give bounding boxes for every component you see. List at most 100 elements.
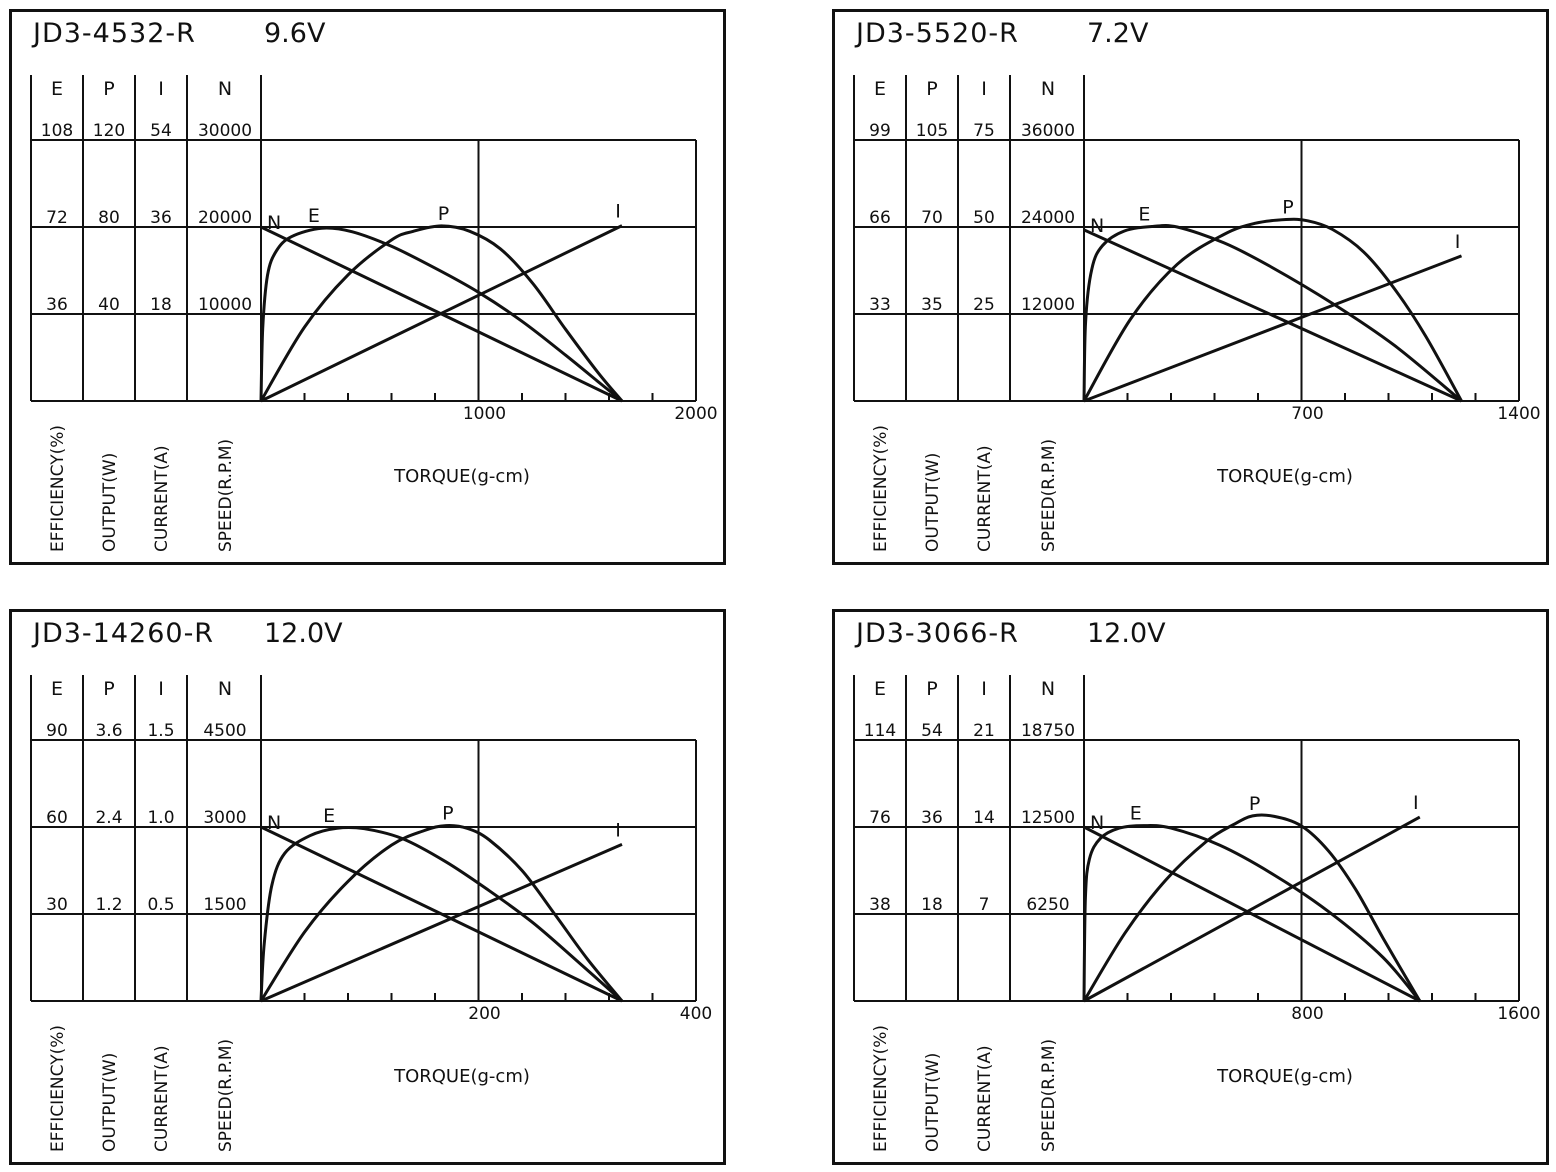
series-e-curve [259, 825, 624, 1003]
voltage-label: 9.6V [264, 18, 326, 49]
y-tick-label-i: 25 [973, 295, 995, 315]
axis-label-e: EFFICIENCY(%) [871, 1025, 891, 1152]
axis-label-i: CURRENT(A) [152, 445, 172, 552]
y-tick-label-e: 66 [869, 208, 891, 228]
column-header-p: P [926, 78, 937, 100]
axis-label-p: OUTPUT(W) [100, 453, 120, 552]
chart-title: JD3-3066-R [854, 618, 1019, 649]
column-header-n: N [218, 678, 232, 700]
column-header-i: I [158, 78, 164, 100]
y-tick-label-p: 105 [916, 121, 948, 141]
series-n-curve [1083, 825, 1421, 1003]
y-tick-label-e: 90 [46, 721, 68, 741]
series-label-p: P [1249, 793, 1260, 815]
y-tick-label-e: 30 [46, 895, 68, 915]
y-tick-label-n: 30000 [198, 121, 252, 141]
y-tick-label-i: 14 [973, 808, 995, 828]
series-label-n: N [1090, 812, 1104, 834]
chart-frame [9, 9, 726, 565]
y-tick-label-e: 72 [46, 208, 68, 228]
y-tick-label-e: 108 [41, 121, 73, 141]
column-header-e: E [51, 678, 63, 700]
y-tick-label-i: 7 [979, 895, 990, 915]
axis-label-n: SPEED(R.P.M) [1039, 439, 1059, 552]
x-tick-label: 800 [1291, 1004, 1323, 1024]
y-tick-label-p: 80 [98, 208, 120, 228]
y-tick-label-n: 3000 [203, 808, 246, 828]
series-p-curve [259, 224, 624, 402]
series-label-e: E [1130, 803, 1142, 825]
series-e-curve [259, 226, 623, 403]
y-tick-label-p: 18 [921, 895, 943, 915]
y-tick-label-i: 54 [150, 121, 172, 141]
chart-frame [9, 609, 726, 1165]
series-i-curve [1083, 815, 1421, 1003]
y-tick-label-i: 75 [973, 121, 995, 141]
x-tick-label: 400 [680, 1004, 712, 1024]
column-header-i: I [981, 78, 987, 100]
x-tick-label: 1600 [1497, 1004, 1540, 1024]
series-label-i: I [1455, 231, 1461, 253]
x-axis-label: TORQUE(g-cm) [393, 1066, 530, 1087]
axis-label-p: OUTPUT(W) [923, 453, 943, 552]
series-label-p: P [442, 803, 453, 825]
y-tick-label-i: 1.5 [147, 721, 174, 741]
x-axis-label: TORQUE(g-cm) [1216, 1066, 1353, 1087]
axis-label-i: CURRENT(A) [975, 445, 995, 552]
x-tick-label: 1400 [1497, 404, 1540, 424]
column-header-p: P [926, 678, 937, 700]
column-header-n: N [1041, 678, 1055, 700]
y-tick-label-n: 12500 [1021, 808, 1075, 828]
series-label-p: P [1282, 197, 1293, 219]
column-header-n: N [218, 78, 232, 100]
series-label-n: N [267, 212, 281, 234]
chart-frame [832, 9, 1549, 565]
column-header-n: N [1041, 78, 1055, 100]
series-i-curve [260, 224, 623, 403]
y-tick-label-e: 76 [869, 808, 891, 828]
axis-label-i: CURRENT(A) [152, 1045, 172, 1152]
voltage-label: 12.0V [264, 618, 343, 649]
y-tick-label-n: 1500 [203, 895, 246, 915]
column-header-p: P [103, 78, 114, 100]
y-tick-label-n: 36000 [1021, 121, 1075, 141]
y-tick-label-n: 20000 [198, 208, 252, 228]
x-tick-label: 700 [1291, 404, 1323, 424]
series-i-curve [1083, 254, 1463, 403]
voltage-label: 12.0V [1087, 618, 1166, 649]
y-tick-label-p: 3.6 [95, 721, 122, 741]
y-tick-label-i: 50 [973, 208, 995, 228]
series-label-n: N [1090, 215, 1104, 237]
y-tick-label-p: 120 [93, 121, 125, 141]
x-axis-label: TORQUE(g-cm) [393, 466, 530, 487]
y-tick-label-e: 36 [46, 295, 68, 315]
y-tick-label-n: 24000 [1021, 208, 1075, 228]
x-tick-label: 2000 [674, 404, 717, 424]
voltage-label: 7.2V [1087, 18, 1149, 49]
chart-title: JD3-4532-R [31, 18, 196, 49]
series-label-n: N [267, 812, 281, 834]
y-tick-label-e: 114 [864, 721, 896, 741]
y-tick-label-p: 54 [921, 721, 943, 741]
axis-label-e: EFFICIENCY(%) [871, 425, 891, 552]
y-tick-label-e: 38 [869, 895, 891, 915]
y-tick-label-e: 33 [869, 295, 891, 315]
y-tick-label-e: 60 [46, 808, 68, 828]
y-tick-label-i: 0.5 [147, 895, 174, 915]
y-tick-label-p: 2.4 [95, 808, 122, 828]
column-header-e: E [874, 678, 886, 700]
y-tick-label-n: 12000 [1021, 295, 1075, 315]
column-header-i: I [158, 678, 164, 700]
series-label-i: I [1413, 792, 1419, 814]
chart-frame [832, 609, 1549, 1165]
axis-label-e: EFFICIENCY(%) [48, 425, 68, 552]
y-tick-label-p: 1.2 [95, 895, 122, 915]
y-tick-label-i: 1.0 [147, 808, 174, 828]
chart-title: JD3-14260-R [31, 618, 214, 649]
series-p-curve [1082, 813, 1422, 1002]
axis-label-n: SPEED(R.P.M) [216, 1039, 236, 1152]
